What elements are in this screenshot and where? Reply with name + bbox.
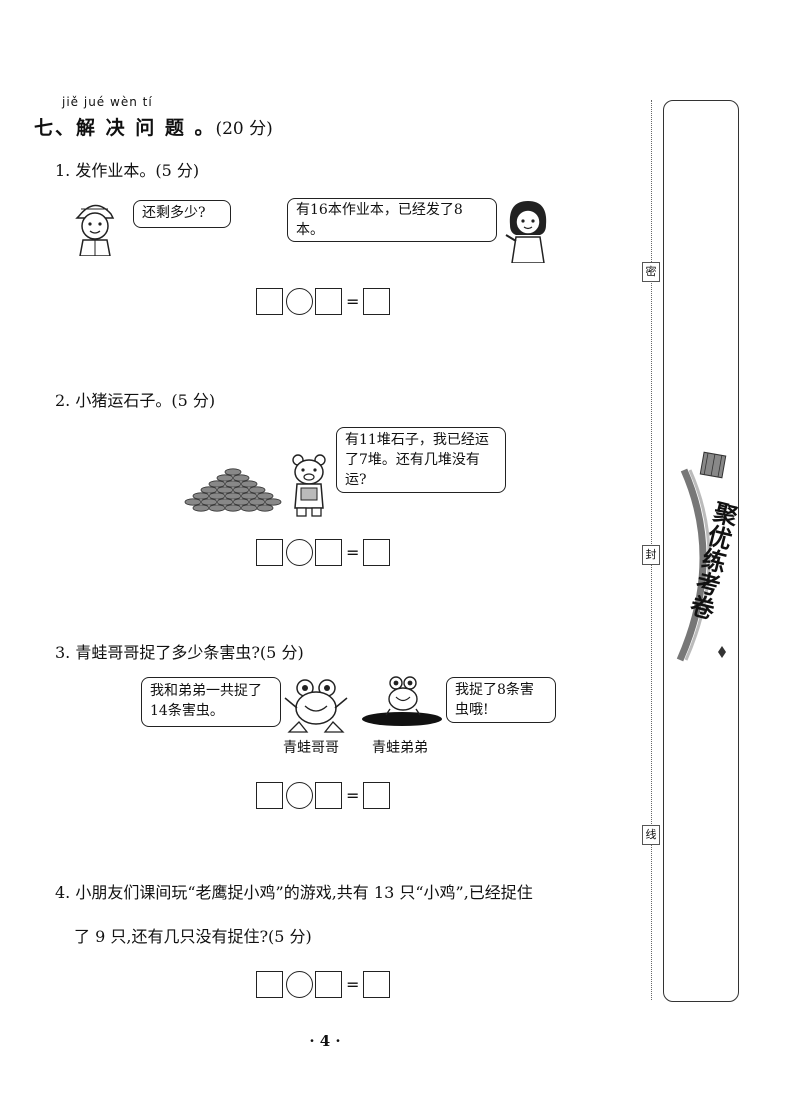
question-4-line-1: 4. 小朋友们课间玩“老鹰捉小鸡”的游戏,共有 13 只“小鸡”,已经捉住 <box>55 883 533 902</box>
big-frog-illustration <box>284 679 348 733</box>
marker-xian: 线 <box>642 825 660 845</box>
pig-illustration <box>292 454 326 517</box>
frog-big-speech-bubble: 我和弟弟一共捉了14条害虫。 <box>141 677 281 727</box>
pig-speech-bubble: 有11堆石子，我已经运了7堆。还有几堆没有运? <box>336 427 506 493</box>
question-2: 2. 小猪运石子。(5 分) <box>55 391 216 410</box>
small-frog-illustration <box>362 676 442 726</box>
page-number: · 4 · <box>309 1032 341 1050</box>
boy-speech-bubble: 还剩多少? <box>133 200 231 228</box>
answer-box-1b[interactable] <box>315 288 342 315</box>
section-score: (20 分) <box>215 119 273 139</box>
equals-sign: = <box>346 975 360 994</box>
answer-box-4a[interactable] <box>256 971 283 998</box>
answer-box-4c[interactable] <box>363 971 391 998</box>
operator-circle-3[interactable] <box>286 782 313 809</box>
section-title-text: 七、解 决 问 题 。 <box>34 117 216 139</box>
answer-box-1c[interactable] <box>363 288 391 315</box>
girl-speech-bubble: 有16本作业本，已经发了8本。 <box>287 198 497 242</box>
equals-sign: = <box>346 786 360 805</box>
answer-box-3a[interactable] <box>256 782 283 809</box>
equation-2: = <box>256 539 391 566</box>
caption-big-frog: 青蛙哥哥 <box>283 740 339 756</box>
equation-3: = <box>256 782 391 809</box>
caption-small-frog: 青蛙弟弟 <box>372 740 428 756</box>
answer-box-4b[interactable] <box>315 971 342 998</box>
operator-circle-1[interactable] <box>286 288 313 315</box>
marker-feng: 封 <box>642 545 660 565</box>
marker-mi: 密 <box>642 262 660 282</box>
question-4-line-2: 了 9 只,还有几只没有捉住?(5 分) <box>74 927 312 946</box>
equals-sign: = <box>346 543 360 562</box>
section-title: 七、解 决 问 题 。(20 分) <box>34 113 273 140</box>
side-banner-swoosh <box>676 451 727 662</box>
question-1: 1. 发作业本。(5 分) <box>55 161 200 180</box>
answer-box-1a[interactable] <box>256 288 283 315</box>
answer-box-2c[interactable] <box>363 539 391 566</box>
answer-box-3c[interactable] <box>363 782 391 809</box>
question-3: 3. 青蛙哥哥捉了多少条害虫?(5 分) <box>55 643 304 662</box>
equals-sign: = <box>346 292 360 311</box>
section-pinyin: jiě jué wèn tí <box>62 95 153 109</box>
stone-pile-illustration <box>184 468 282 512</box>
answer-box-3b[interactable] <box>315 782 342 809</box>
operator-circle-2[interactable] <box>286 539 313 566</box>
operator-circle-4[interactable] <box>286 971 313 998</box>
answer-box-2b[interactable] <box>315 539 342 566</box>
equation-1: = <box>256 288 391 315</box>
answer-box-2a[interactable] <box>256 539 283 566</box>
equation-4: = <box>256 971 391 998</box>
boy-illustration <box>75 204 115 256</box>
girl-illustration <box>505 201 547 263</box>
frog-small-speech-bubble: 我捉了8条害虫哦! <box>446 677 556 723</box>
